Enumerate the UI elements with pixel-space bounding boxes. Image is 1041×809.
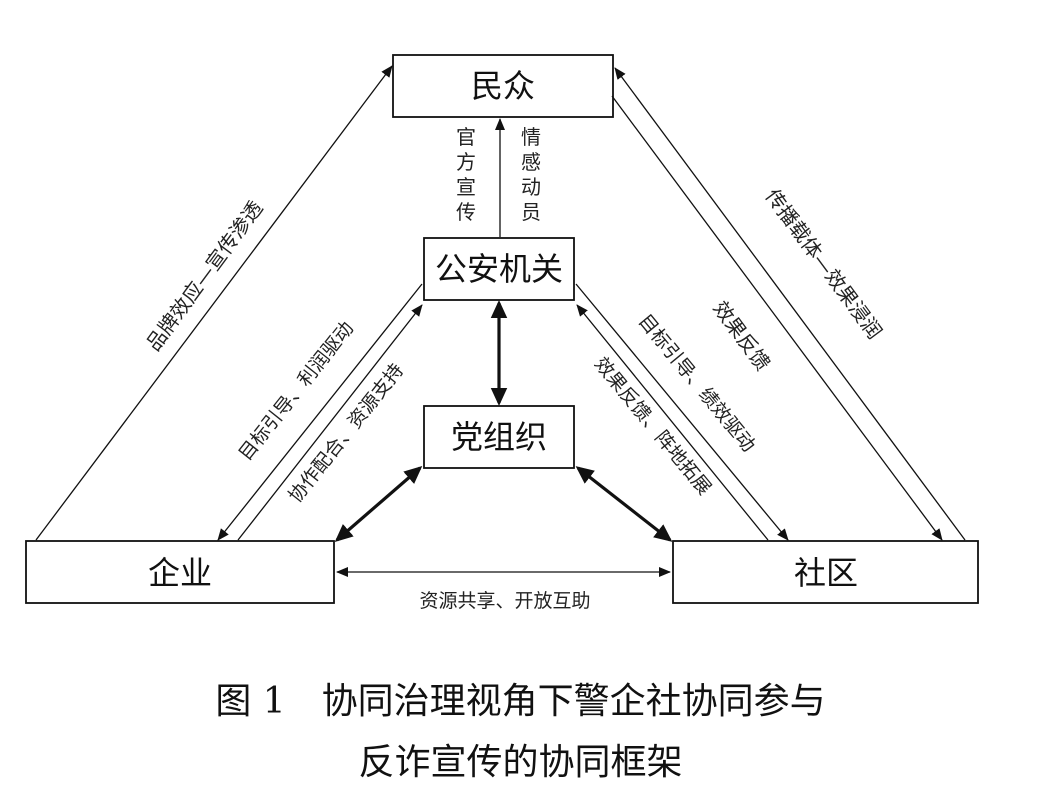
label-resource-sharing: 资源共享、开放互助 [419, 590, 590, 612]
label-char: 官 [456, 125, 476, 149]
node-enterprise: 企业 [25, 540, 335, 604]
arrow-party-community [575, 466, 673, 542]
label-effect-feedback: 效果反馈 [708, 297, 775, 376]
label-char: 员 [521, 200, 541, 224]
label-char: 情 [521, 125, 541, 149]
node-community: 社区 [672, 540, 979, 604]
label-carrier-effect: 传播载体—效果浸润 [760, 184, 886, 343]
label-char: 感 [521, 150, 541, 174]
arrow-police-to-enterprise [217, 283, 423, 541]
node-enterprise-label: 企业 [148, 554, 212, 592]
label-official-publicity: 官 方 宣 传 [456, 125, 476, 224]
label-emotional-mobilization: 情 感 动 员 [521, 125, 541, 224]
arrow-community-to-police [576, 304, 769, 541]
arrow-enterprise-to-police [237, 304, 423, 541]
arrow-police-to-community [575, 283, 789, 541]
label-char: 动 [521, 175, 541, 199]
collaboration-framework-diagram: 民众 公安机关 党组织 企业 社区 官 方 宣 传 情 感 [25, 54, 979, 612]
node-community-label: 社区 [794, 554, 858, 592]
node-police: 公安机关 [423, 237, 575, 301]
arrow-party-enterprise [334, 466, 423, 542]
label-char: 传 [456, 200, 476, 224]
node-party-label: 党组织 [451, 418, 547, 456]
node-police-label: 公安机关 [435, 250, 563, 288]
label-brand-effect: 品牌效应—宣传渗透 [141, 196, 267, 355]
node-public-label: 民众 [471, 67, 535, 105]
node-public: 民众 [392, 54, 614, 118]
figure-caption-line1: 图 1 协同治理视角下警企社协同参与 [215, 681, 826, 722]
arrow-enterprise-to-public [35, 65, 393, 541]
label-char: 方 [456, 150, 476, 174]
label-char: 宣 [456, 175, 476, 199]
arrow-community-to-public [614, 67, 966, 541]
figure-caption-line2: 反诈宣传的协同框架 [358, 742, 683, 783]
node-party: 党组织 [423, 405, 575, 469]
arrow-public-to-community [611, 95, 943, 541]
